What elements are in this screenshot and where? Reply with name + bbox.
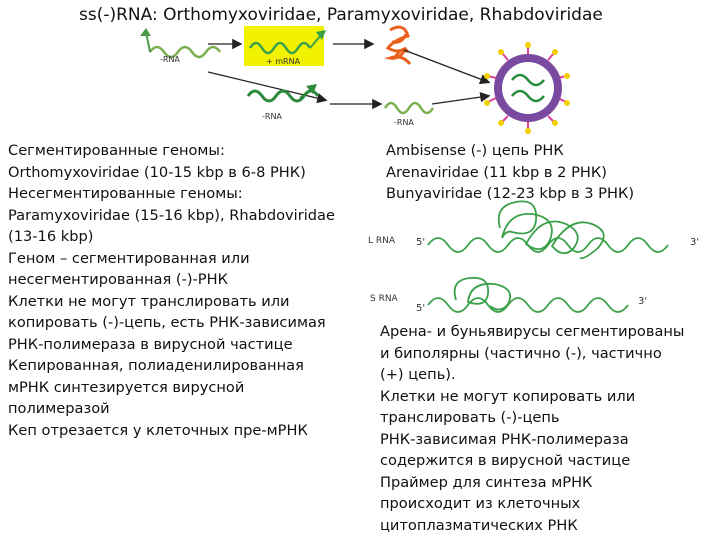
text-line: содержится в вирусной частице	[380, 452, 631, 469]
mrna-strand	[248, 41, 312, 55]
text-line: РНК-зависимая РНК-полимераза	[380, 430, 629, 448]
text-line: Paramyxoviridae (15-16 kbp), Rhabdovirid…	[8, 206, 335, 224]
l-rna-label: L RNA	[368, 236, 396, 246]
text-line: несегментированная (-)-РНК	[8, 271, 228, 288]
text-line: РНК-полимераза в вирусной частице	[8, 335, 293, 353]
arena-bunya-text-block: Арена- и буньявирусы сегментированы и би…	[380, 321, 720, 536]
text-line: полимеразой	[8, 400, 110, 417]
text-line: Orthomyxoviridae (10-15 kbp в 6-8 РНК)	[8, 163, 306, 181]
text-line: Кепированная, полиаденилированная	[8, 357, 304, 374]
rna-strand-3	[383, 101, 435, 115]
text-line: Геном – сегментированная или	[8, 249, 250, 267]
rna-label-3: -RNA	[394, 118, 414, 127]
text-line: Праймер для синтеза мРНК	[380, 473, 593, 491]
text-line: Клетки не могут транслировать или	[8, 292, 290, 310]
flow-arrow-5	[403, 49, 491, 85]
text-line: Арена- и буньявирусы сегментированы	[380, 323, 685, 340]
text-line: мРНК синтезируется вирусной	[8, 378, 245, 396]
page-title: ss(-)RNA: Orthomyxoviridae, Paramyxoviri…	[79, 5, 603, 25]
text-line: Arenaviridae (11 kbp в 2 РНК)	[386, 163, 607, 181]
l-rna-3prime: 3'	[690, 237, 700, 248]
text-line: (13-16 kbp)	[8, 228, 94, 245]
rna-label-1: -RNA	[160, 55, 180, 64]
ambisense-text-block: Ambisense (-) цепь РНК Arenaviridae (11 …	[386, 140, 634, 205]
text-line: Сегментированные геномы:	[8, 142, 225, 159]
text-line: Несегментированные геномы:	[8, 185, 243, 202]
text-line: Клетки не могут копировать или	[380, 387, 636, 405]
text-line: транслировать (-)-цепь	[380, 409, 560, 426]
s-rna-strand	[427, 297, 629, 313]
s-rna-5prime: 5'	[416, 303, 426, 314]
text-line: (+) цепь).	[380, 366, 456, 383]
mrna-label: + mRNA	[266, 57, 301, 66]
virion-icon	[484, 42, 570, 134]
s-rna-label: S RNA	[370, 294, 398, 304]
l-rna-strand	[427, 237, 669, 253]
left-text-block: Сегментированные геномы: Orthomyxovirida…	[8, 140, 388, 441]
text-line: происходит из клеточных	[380, 495, 581, 512]
ambisense-rna-diagram	[427, 200, 669, 313]
l-rna-5prime: 5'	[416, 237, 426, 248]
text-line: копировать (-)-цепь, есть РНК-зависимая	[8, 314, 326, 331]
rna-label-2: -RNA	[262, 112, 282, 121]
protein-icon	[384, 25, 412, 65]
text-line: цитоплазматических РНК	[380, 516, 578, 534]
rna-strand-1	[148, 45, 222, 59]
text-line: Ambisense (-) цепь РНК	[386, 142, 564, 159]
text-line: Bunyaviridae (12-23 kbp в 3 РНК)	[386, 185, 635, 202]
s-rna-3prime: 3'	[638, 296, 648, 307]
text-line: Кеп отрезается у клеточных пре-мРНК	[8, 421, 308, 439]
flow-arrow-6	[431, 91, 491, 105]
text-line: и биполярны (частично (-), частично	[380, 344, 662, 362]
